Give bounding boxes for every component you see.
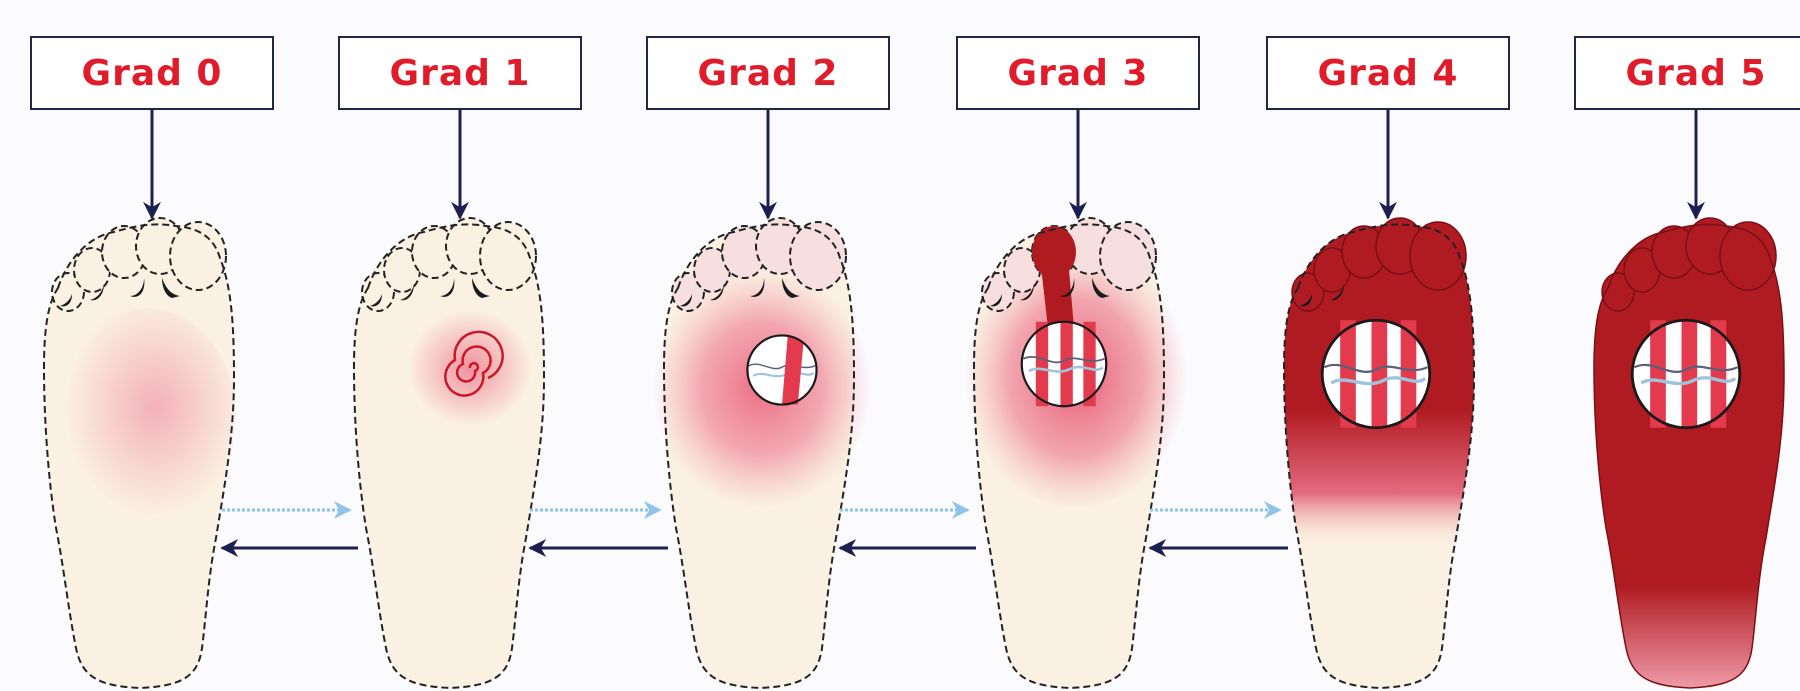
bone-window-icon <box>1022 322 1106 406</box>
bone-window-icon <box>747 335 816 404</box>
bone-window-icon <box>1322 320 1430 428</box>
foot-grade-5 <box>1594 218 1784 688</box>
bone-window-icon <box>1632 320 1740 428</box>
foot-grade-0 <box>44 218 236 688</box>
foot-grade-1 <box>354 218 544 688</box>
grade-pointer-arrows <box>152 110 1696 218</box>
foot-grade-2 <box>652 218 872 688</box>
foot-grade-3 <box>964 218 1188 688</box>
foot-grade-4 <box>1284 218 1474 688</box>
